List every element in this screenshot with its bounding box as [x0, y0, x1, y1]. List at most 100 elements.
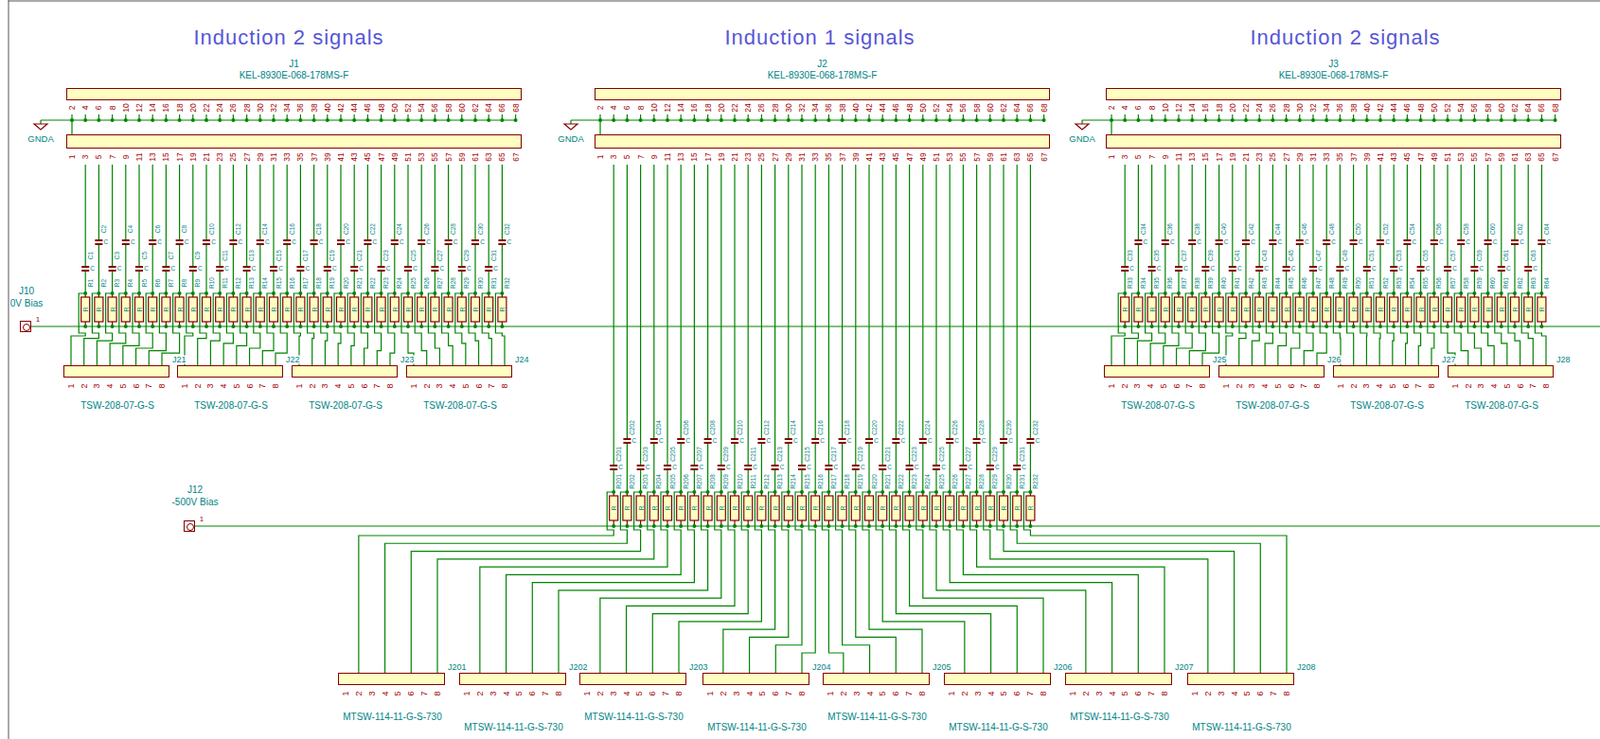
capacitor-plate: [243, 269, 251, 272]
component-ref: C217: [831, 446, 838, 463]
pin-number: 2: [1081, 691, 1090, 696]
component-value: C: [265, 239, 270, 247]
pin-number: 3: [206, 383, 215, 389]
junction-dot: [1244, 291, 1248, 296]
capacitor-plate: [784, 438, 793, 441]
component-ref: C34: [1140, 223, 1148, 235]
component-ref: R212: [764, 474, 771, 490]
junction-dot: [379, 291, 384, 296]
capacitor-plate: [1457, 239, 1465, 242]
ref-designator: J207: [1173, 663, 1195, 673]
capacitor-plate: [148, 239, 157, 242]
pin-number: 1: [596, 155, 605, 160]
component-ref: C29: [463, 249, 471, 262]
component-value: C: [914, 464, 920, 472]
pin-number: 49: [919, 152, 928, 161]
junction-dot: [1391, 291, 1396, 296]
signal-wire: [600, 164, 763, 674]
section-title: Induction 1 signals: [724, 27, 915, 49]
capacitor-plate: [622, 438, 631, 441]
pin-number: 44: [350, 103, 359, 112]
component-value: R: [337, 306, 345, 312]
signal-wire: [1440, 164, 1547, 366]
junction-dot: [893, 118, 898, 123]
junction-dot: [271, 291, 276, 296]
capacitor-plate: [771, 464, 780, 467]
junction-dot: [947, 118, 952, 123]
pin-number: 2: [68, 106, 77, 111]
signal-wire: [723, 164, 816, 674]
junction-dot: [446, 324, 451, 329]
resistor-symbol: [972, 496, 981, 521]
capacitor-plate: [1524, 266, 1532, 268]
pin-number: 5: [999, 691, 1009, 696]
junction-dot: [514, 118, 518, 123]
pin-number: 7: [144, 383, 154, 389]
junction-dot: [499, 118, 504, 123]
pin-number: 38: [837, 103, 847, 112]
pin-number: 14: [148, 103, 158, 112]
junction-dot: [150, 324, 155, 329]
pin-number: 56: [430, 103, 440, 112]
pin-number: 47: [376, 152, 386, 161]
junction-dot: [163, 291, 168, 296]
junction-dot: [486, 118, 491, 123]
component-value: R: [1243, 306, 1250, 312]
pin-header: J204MTSW-114-11-G-S-730: [702, 673, 810, 686]
component-value: C: [1156, 266, 1162, 273]
component-ref: C57: [1449, 249, 1457, 262]
component-ref: C223: [911, 446, 919, 463]
component-ref: R63: [1529, 277, 1537, 289]
component-value: C: [780, 464, 785, 472]
component-value: C: [319, 239, 324, 247]
ref-designator: J205: [931, 663, 953, 673]
capacitor-plate: [122, 243, 130, 246]
junction-dot: [338, 324, 343, 329]
pin-number: 28: [1281, 103, 1291, 112]
resistor-symbol: [1013, 496, 1022, 521]
pin-header: J208MTSW-114-11-G-S-730: [1187, 673, 1295, 686]
component-value: C: [981, 438, 987, 445]
junction-dot: [432, 291, 437, 296]
pin-number: 1: [706, 691, 715, 696]
component-ref: R64: [1544, 277, 1551, 289]
pin-number: 5: [231, 383, 241, 389]
capacitor-plate: [1296, 243, 1304, 246]
component-value: C: [1143, 239, 1149, 247]
pin-number: 1: [1107, 155, 1117, 160]
component-ref: R14: [262, 277, 269, 289]
capacitor-plate: [1120, 266, 1129, 268]
capacitor-plate: [391, 243, 399, 246]
resistor-symbol: [1429, 297, 1439, 322]
pin-number: 59: [1497, 152, 1507, 161]
resistor-symbol: [1026, 496, 1035, 521]
pin-header: J28TSW-208-07-G-S: [1447, 365, 1554, 378]
component-value: R: [1377, 306, 1385, 312]
pin-number: 3: [609, 155, 619, 160]
resistor-symbol: [322, 297, 332, 322]
component-ref: R211: [749, 474, 757, 489]
component-ref: C201: [615, 446, 623, 463]
junction-dot: [1311, 291, 1316, 296]
component-value: C: [1196, 239, 1202, 247]
junction-dot: [1391, 324, 1396, 329]
component-ref: R204: [656, 474, 663, 490]
junction-dot: [1499, 324, 1504, 329]
pin-number: 50: [391, 103, 400, 112]
component-value: R: [677, 505, 685, 511]
junction-dot: [1230, 118, 1235, 123]
pin-number: 11: [663, 153, 673, 162]
pin-stub: [71, 120, 72, 135]
signal-wire: [401, 164, 505, 366]
junction-dot: [1136, 291, 1140, 296]
component-value: C: [104, 239, 109, 247]
resistor-symbol: [716, 496, 726, 521]
pin-number: 48: [905, 103, 914, 112]
junction-dot: [1526, 324, 1530, 329]
resistor-symbol: [107, 297, 117, 322]
resistor-symbol: [444, 297, 453, 322]
resistor-symbol: [676, 496, 686, 521]
capacitor-plate: [189, 269, 197, 272]
junction-dot: [217, 291, 222, 296]
capacitor-plate: [1376, 239, 1385, 242]
